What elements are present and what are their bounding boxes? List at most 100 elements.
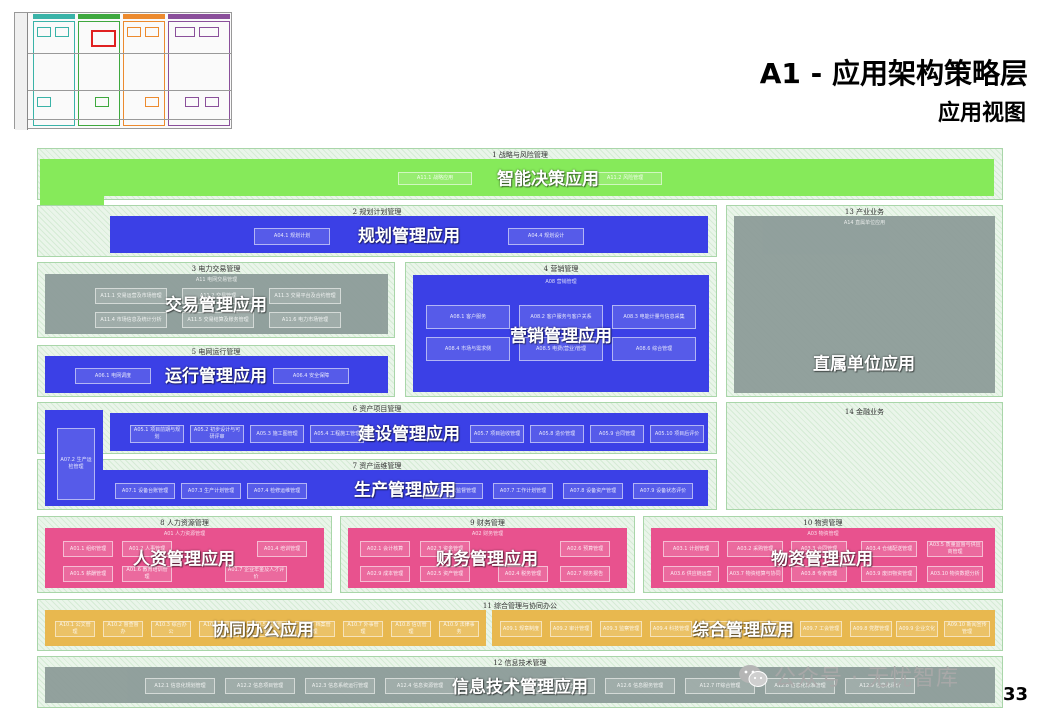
module: A09.7 工会管理 xyxy=(800,621,842,637)
module: A01.6 教育培训管理 xyxy=(122,566,172,582)
app-label-marketing: 营销管理应用 xyxy=(510,326,612,347)
module: A02.7 财务报告 xyxy=(560,566,610,582)
thumbnail-row-divider-3 xyxy=(28,119,232,120)
module: A11.2 交易管理 xyxy=(182,288,254,304)
module: A11.6 电力市场管理 xyxy=(269,312,341,328)
module: A03.8 专家管理 xyxy=(791,566,847,582)
module: A04.1 规划计划 xyxy=(254,228,330,245)
layer-subheader: A01 人力资源管理 xyxy=(163,531,206,537)
module: A07.2 生产运检管理 xyxy=(57,428,95,500)
thumbnail-row-divider-1 xyxy=(28,53,232,54)
thumbnail-navigator[interactable] xyxy=(14,12,232,130)
thumbnail-mini-box xyxy=(175,27,195,37)
module: A03.9 废旧物资管理 xyxy=(861,566,917,582)
domain-finance-business: 14 金融业务 xyxy=(726,402,1003,510)
app-layer-production-left[interactable]: A07.2 生产运检管理 xyxy=(45,410,103,506)
module: A05.8 造价管理 xyxy=(530,425,584,443)
domain-title: 3 电力交易管理 xyxy=(191,265,241,273)
module: A01.4 培训管理 xyxy=(257,541,307,557)
module: A09.1 规章制度 xyxy=(500,621,542,637)
app-layer-subsidiary[interactable]: A14 直属单位应用 xyxy=(734,216,995,393)
module: A01.1 组织管理 xyxy=(63,541,113,557)
app-layer-office[interactable]: A10.1 公文管理 A10.2 督查督办 A10.3 综合办公 A10.4 会… xyxy=(45,610,486,646)
app-label-trading: 交易管理应用 xyxy=(165,295,267,316)
domain-title: 12 信息技术管理 xyxy=(493,659,547,667)
module: A10.8 信访管理 xyxy=(391,621,431,637)
app-layer-it[interactable]: A12.1 信息化规划管理 A12.2 信息项目管理 A12.3 信息系统运行管… xyxy=(45,667,995,703)
watermark: 公众号 · 无忧智库 xyxy=(738,662,959,691)
app-layer-production[interactable]: A07.1 设备台账管理 A07.3 生产计划管理 A07.4 检修运维管理 A… xyxy=(103,470,708,506)
module: A10.1 公文管理 xyxy=(55,621,95,637)
app-label-construction: 建设管理应用 xyxy=(358,424,460,445)
thumbnail-mini-box xyxy=(95,97,109,107)
domain-title: 11 综合管理与协同办公 xyxy=(482,602,558,610)
app-layer-finance[interactable]: A02 财务管理 A02.1 会计核算 A02.3 资金管理 A02.6 预算管… xyxy=(348,528,627,588)
thumbnail-header-green xyxy=(78,14,120,19)
app-layer-construction[interactable]: A05.1 项目前期与规划 A05.2 初步设计与可研评审 A05.3 施工图管… xyxy=(110,413,708,451)
module: A09.4 科技管理 xyxy=(650,621,692,637)
module: A07.7 工作计划管理 xyxy=(493,483,553,499)
module: A07.8 设备资产管理 xyxy=(563,483,623,499)
module: A12.6 信息服务管理 xyxy=(605,678,675,694)
thumbnail-col-green xyxy=(78,21,120,126)
module: A05.1 项目前期与规划 xyxy=(130,425,184,443)
thumbnail-mini-box xyxy=(185,97,199,107)
module: A12.3 信息系统运行管理 xyxy=(305,678,375,694)
app-layer-operation[interactable]: A06.1 电网调度 A06.4 安全保障 xyxy=(45,356,388,393)
module: A09.9 企业文化 xyxy=(896,621,938,637)
thumbnail-row-divider-2 xyxy=(28,90,232,91)
app-layer-decision[interactable]: A11.1 战略应用 A11.2 风险管理 xyxy=(40,159,994,196)
module: A07.3 生产计划管理 xyxy=(181,483,241,499)
app-layer-trading[interactable]: A11 电网交易管理 A11.1 交易运营及市场管理 A11.2 交易管理 A1… xyxy=(45,274,388,334)
thumbnail-mini-box xyxy=(199,27,219,37)
module: A01.7 企业年金及人才评价 xyxy=(225,566,287,582)
thumbnail-header-teal xyxy=(33,14,75,19)
app-label-hr: 人资管理应用 xyxy=(133,549,235,570)
module: A11.3 交易平台及合约管理 xyxy=(269,288,341,304)
module: A02.4 税务管理 xyxy=(498,566,548,582)
app-layer-hr[interactable]: A01 人力资源管理 A01.1 组织管理 A01.2 人事管理 A01.4 培… xyxy=(45,528,324,588)
module: A12.1 信息化规划管理 xyxy=(145,678,215,694)
module: A09.8 党群管理 xyxy=(850,621,892,637)
module: A03.4 仓储配送管理 xyxy=(861,541,917,557)
watermark-text: 公众号 · 无忧智库 xyxy=(774,666,959,691)
thumbnail-current-marker[interactable] xyxy=(91,30,116,47)
thumbnail-col-teal xyxy=(33,21,75,126)
module: A07.9 设备状态评价 xyxy=(633,483,693,499)
domain-title: 14 金融业务 xyxy=(844,408,885,416)
module: A10.2 督查督办 xyxy=(103,621,143,637)
module: A04.4 规划设计 xyxy=(508,228,584,245)
module: A11.1 交易运营及市场管理 xyxy=(95,288,167,304)
thumbnail-col-orange xyxy=(123,21,165,126)
domain-title: 4 营销管理 xyxy=(543,265,579,273)
module: A08.2 客户服务与客户关系 xyxy=(519,305,603,329)
module: A09.6 后勤管理 xyxy=(750,621,792,637)
thumbnail-mini-box xyxy=(37,27,51,37)
app-label-material: 物资管理应用 xyxy=(771,549,873,570)
domain-title: 1 战略与风险管理 xyxy=(492,151,548,159)
app-layer-marketing[interactable]: A08 营销管理 A08.1 客户服务 A08.2 客户服务与客户关系 A08.… xyxy=(413,275,709,392)
app-label-planning: 规划管理应用 xyxy=(358,226,460,247)
module: A10.4 会议管理 xyxy=(199,621,239,637)
module: A02.9 成本管理 xyxy=(360,566,410,582)
module: A02.3 资金管理 xyxy=(420,541,470,557)
module: A07.6 技术监督管理 xyxy=(423,483,483,499)
app-label-finance: 财务管理应用 xyxy=(436,549,538,570)
app-layer-integrated[interactable]: A09.1 规章制度 A09.2 审计管理 A09.3 监察管理 A09.4 科… xyxy=(492,610,995,646)
thumbnail-mini-box xyxy=(55,27,69,37)
module: A03.5 质量监督与供应商管理 xyxy=(927,541,983,557)
module: A09.2 审计管理 xyxy=(550,621,592,637)
module: A05.4 工程施工管理 xyxy=(310,425,364,443)
module: A09.10 新闻宣传管理 xyxy=(944,621,990,637)
module: A06.4 安全保障 xyxy=(273,368,349,384)
domain-title: 5 电网运行管理 xyxy=(191,348,241,356)
thumbnail-mini-box xyxy=(145,27,159,37)
app-layer-material[interactable]: A03 物资管理 A03.1 计划管理 A03.2 采购管理 A03.3 合同管… xyxy=(651,528,995,588)
module: A11.5 交易结算及账务管理 xyxy=(182,312,254,328)
module: A12.8 信息化标准管理 xyxy=(765,678,835,694)
app-layer-planning[interactable]: A04.1 规划计划 A04.4 规划设计 xyxy=(110,216,708,253)
domain-title: 9 财务管理 xyxy=(470,519,505,527)
module: A12.5 信息安全管理 xyxy=(525,678,595,694)
module: A11.4 市场信息及统计分析 xyxy=(95,312,167,328)
module: A03.7 物资结算与协同 xyxy=(727,566,783,582)
